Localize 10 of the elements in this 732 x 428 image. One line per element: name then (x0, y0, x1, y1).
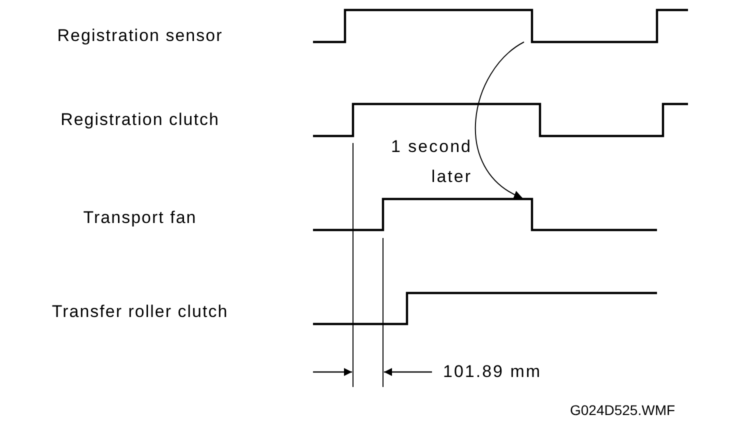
signal-name: Registration sensor (56, 26, 224, 46)
timing-note: 1 second later (390, 136, 472, 188)
signal-name: Registration clutch (60, 110, 220, 130)
figure-id: G024D525.WMF (570, 402, 676, 418)
signal-waveform (313, 199, 657, 230)
signal-name: Transfer roller clutch (50, 302, 230, 322)
dimension-label: 101.89 mm (443, 362, 542, 382)
signal-waveform (313, 10, 688, 42)
curved-arrow (475, 42, 524, 198)
signal-name: Transport fan (82, 208, 198, 228)
